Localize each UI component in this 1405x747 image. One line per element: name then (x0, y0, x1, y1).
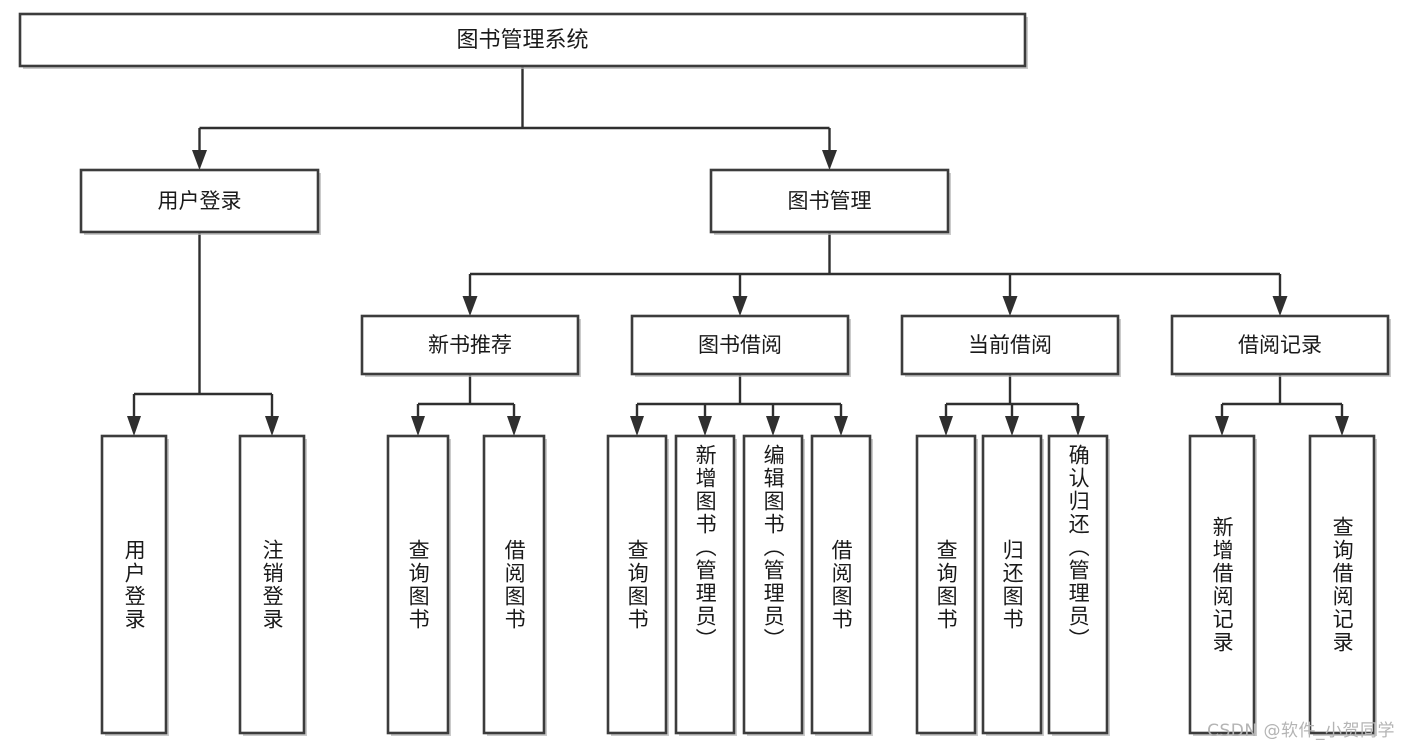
arrow-to-book-borrow (732, 296, 748, 316)
node-layer: 图书管理系统 用户登录 图书管理 新书推荐 图书借阅 当前借阅 借阅记录 (18, 12, 1391, 736)
arrow-br-leaf-1 (1215, 416, 1229, 436)
node-box-leaf-user-logout[interactable] (238, 434, 306, 735)
node-label-user-login: 用户登录 (158, 189, 242, 213)
node-label-book-borrow: 图书借阅 (698, 333, 782, 357)
arrow-br-leaf-2 (1335, 416, 1349, 436)
node-box-user-login[interactable] (79, 168, 320, 234)
node-box-leaf-add-book[interactable] (674, 434, 736, 735)
arrow-bb-leaf-1 (630, 416, 644, 436)
node-box-leaf-add-record[interactable] (1188, 434, 1256, 735)
node-label-root: 图书管理系统 (456, 28, 588, 53)
arrow-nbr-leaf-1 (411, 416, 425, 436)
node-box-leaf-query-book-2[interactable] (606, 434, 668, 735)
arrow-cb-leaf-3 (1071, 416, 1085, 436)
node-box-leaf-confirm-return[interactable] (1047, 434, 1109, 735)
node-box-leaf-query-record[interactable] (1308, 434, 1376, 735)
arrow-user-login-leaf-1 (127, 416, 141, 436)
node-box-new-book-recommend[interactable] (360, 314, 580, 376)
node-box-book-borrow[interactable] (630, 314, 850, 376)
node-box-leaf-return-book[interactable] (981, 434, 1043, 735)
arrow-user-login-leaf-2 (265, 416, 279, 436)
node-box-leaf-query-book-3[interactable] (915, 434, 977, 735)
node-label-current-borrow: 当前借阅 (968, 333, 1052, 357)
node-box-leaf-borrow-book-2[interactable] (810, 434, 872, 735)
node-box-leaf-borrow-book-1[interactable] (482, 434, 546, 735)
arrow-to-new-book-recommend (462, 296, 478, 316)
node-box-root[interactable] (18, 12, 1027, 68)
node-box-leaf-edit-book[interactable] (742, 434, 804, 735)
arrow-to-borrow-records (1272, 296, 1288, 316)
node-box-borrow-records[interactable] (1170, 314, 1390, 376)
node-box-leaf-query-book-1[interactable] (386, 434, 450, 735)
watermark-text: CSDN @软件_小贺同学 (1207, 721, 1395, 741)
arrow-cb-leaf-1 (939, 416, 953, 436)
arrow-nbr-leaf-2 (507, 416, 521, 436)
arrow-root-to-user-login (192, 150, 207, 170)
node-label-new-book-recommend: 新书推荐 (428, 333, 512, 357)
arrow-bb-leaf-3 (766, 416, 780, 436)
node-box-book-management[interactable] (709, 168, 950, 234)
arrow-to-current-borrow (1002, 296, 1018, 316)
node-box-current-borrow[interactable] (900, 314, 1120, 376)
arrow-cb-leaf-2 (1005, 416, 1019, 436)
node-label-book-management: 图书管理 (788, 189, 872, 213)
node-label-borrow-records: 借阅记录 (1238, 333, 1322, 357)
arrow-bb-leaf-4 (834, 416, 848, 436)
arrow-root-to-book-management (822, 150, 837, 170)
node-box-leaf-user-login[interactable] (100, 434, 168, 735)
arrow-bb-leaf-2 (698, 416, 712, 436)
connector-layer (127, 66, 1349, 436)
